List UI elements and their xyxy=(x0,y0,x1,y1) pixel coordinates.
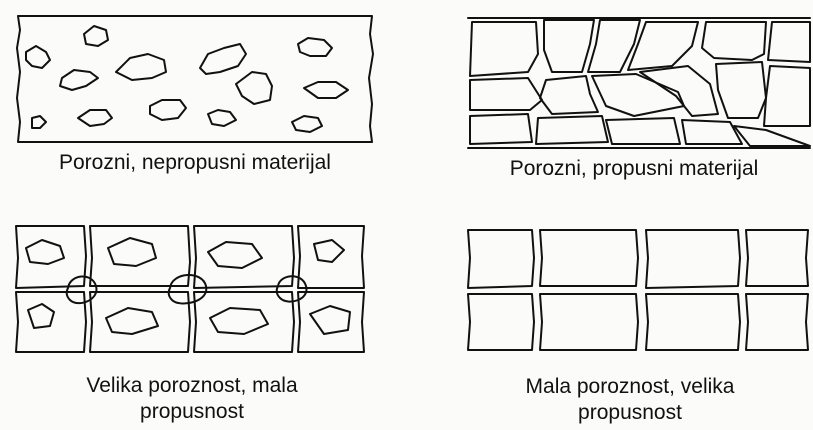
panel-porous-permeable xyxy=(466,14,812,152)
porous-permeable-diagram xyxy=(466,14,812,152)
panel-low-porosity-high-permeability xyxy=(462,224,812,356)
caption-porous-impermeable: Porozni, nepropusni materijal xyxy=(0,150,390,176)
low-porosity-high-permeability-diagram xyxy=(462,224,812,356)
panel-high-porosity-low-permeability xyxy=(12,222,370,356)
caption-low-porosity-high-permeability: Mala poroznost, velika propusnost xyxy=(450,374,810,426)
caption-high-porosity-low-permeability: Velika poroznost, mala propusnost xyxy=(0,373,384,425)
panel-porous-impermeable xyxy=(14,14,376,146)
caption-porous-permeable: Porozni, propusni materijal xyxy=(454,156,813,182)
high-porosity-low-permeability-diagram xyxy=(12,222,370,356)
porous-impermeable-diagram xyxy=(14,14,376,146)
